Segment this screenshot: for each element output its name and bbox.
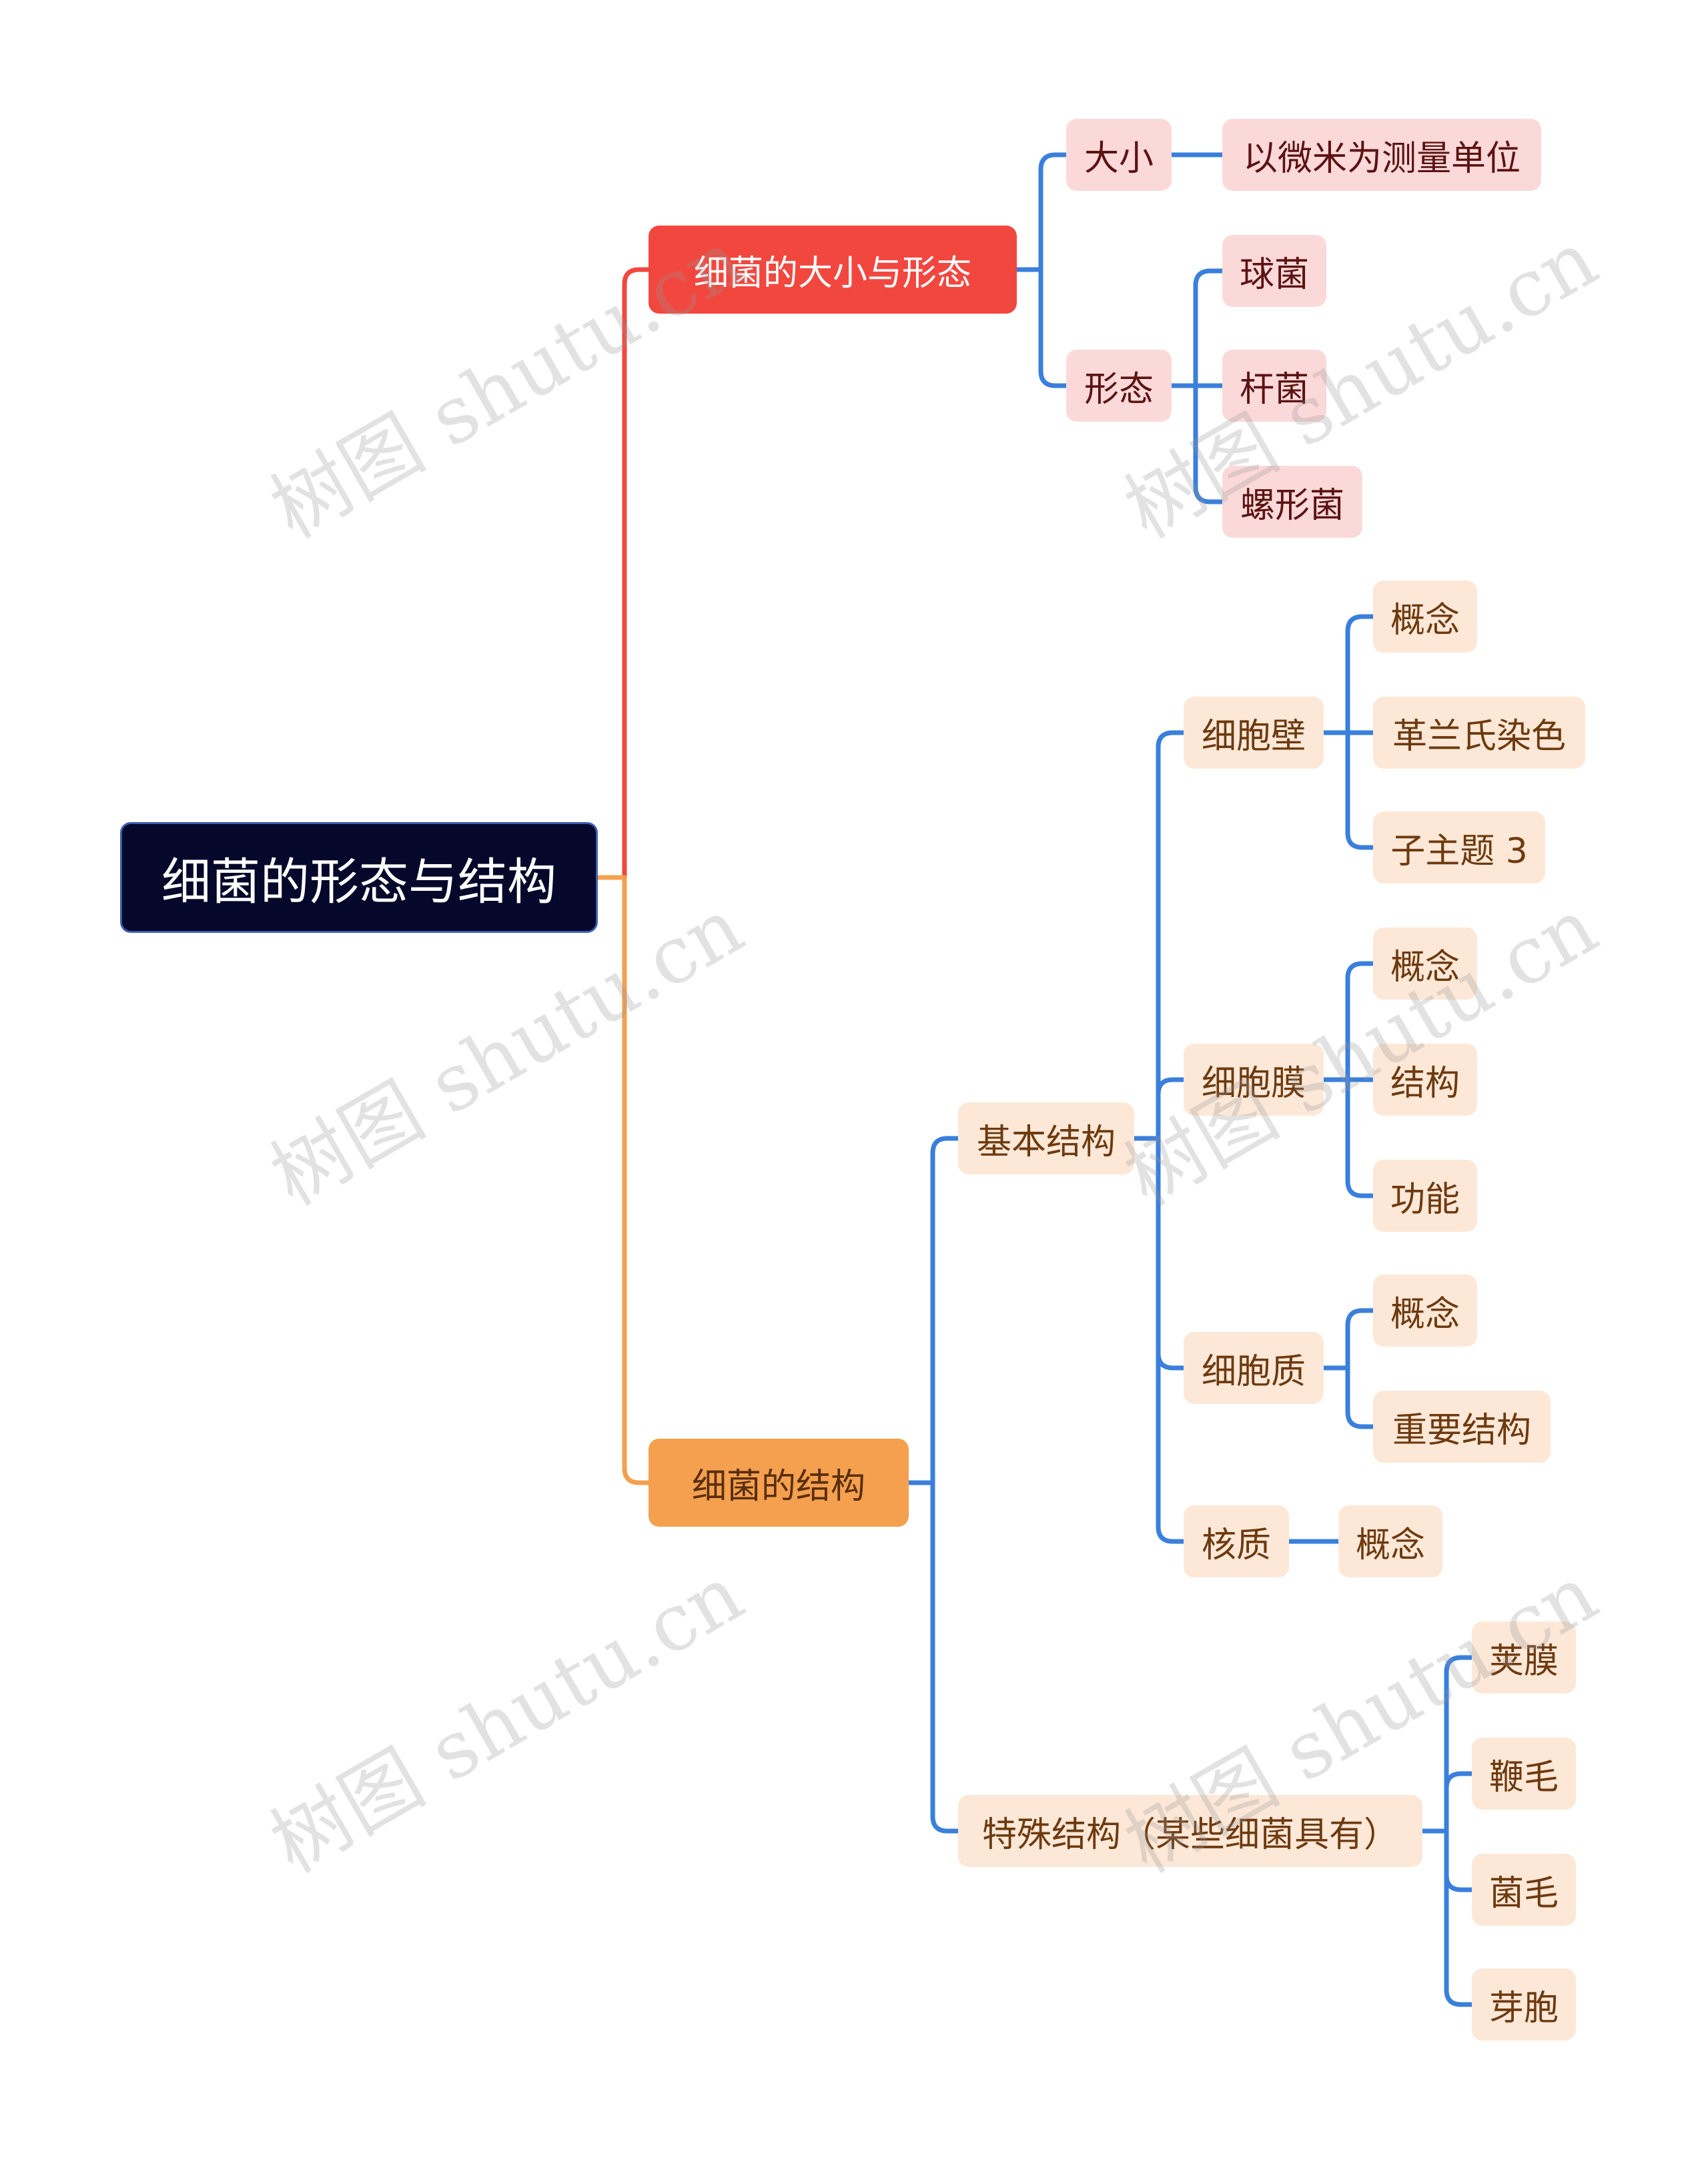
- node-flagellum[interactable]: 鞭毛: [1472, 1738, 1576, 1810]
- node-cell-membrane[interactable]: 细胞膜: [1184, 1044, 1324, 1116]
- node-cytoplasm[interactable]: 细胞质: [1184, 1332, 1324, 1404]
- node-cell-wall[interactable]: 细胞壁: [1184, 697, 1324, 769]
- node-capsule[interactable]: 荚膜: [1472, 1622, 1576, 1694]
- node-cell-membrane-function[interactable]: 功能: [1373, 1160, 1477, 1232]
- node-spirillum[interactable]: 螺形菌: [1222, 466, 1362, 538]
- node-micrometer-unit[interactable]: 以微米为测量单位: [1222, 119, 1541, 191]
- node-important-structure[interactable]: 重要结构: [1373, 1391, 1551, 1463]
- branch-structure[interactable]: 细菌的结构: [649, 1439, 909, 1527]
- node-spore[interactable]: 芽胞: [1472, 1968, 1576, 2041]
- connector-node-cell-membrane: [1321, 961, 1376, 1198]
- node-size[interactable]: 大小: [1066, 119, 1172, 191]
- root-node[interactable]: 细菌的形态与结构: [120, 822, 598, 933]
- node-basic-structure[interactable]: 基本结构: [958, 1102, 1134, 1174]
- node-nucleoid[interactable]: 核质: [1184, 1505, 1289, 1577]
- connector-root-node: [595, 875, 651, 1485]
- node-cell-wall-concept[interactable]: 概念: [1373, 581, 1477, 653]
- connector-node-basic-structure: [1132, 730, 1186, 1544]
- node-pilus[interactable]: 菌毛: [1472, 1854, 1576, 1926]
- node-gram-stain[interactable]: 革兰氏染色: [1373, 697, 1585, 769]
- connector-root-node: [595, 267, 651, 880]
- connector-node-shape: [1169, 268, 1225, 504]
- connector-node-cell-wall: [1321, 614, 1376, 850]
- node-cell-membrane-concept[interactable]: 概念: [1373, 928, 1477, 1000]
- node-shape[interactable]: 形态: [1066, 350, 1172, 422]
- node-coccus[interactable]: 球菌: [1222, 235, 1326, 307]
- node-cytoplasm-concept[interactable]: 概念: [1373, 1275, 1477, 1347]
- node-cell-membrane-structure[interactable]: 结构: [1373, 1044, 1477, 1116]
- connector-branch-structure: [906, 1136, 961, 1834]
- node-nucleoid-concept[interactable]: 概念: [1338, 1505, 1442, 1577]
- node-bacillus[interactable]: 杆菌: [1222, 350, 1326, 422]
- node-subtopic-3[interactable]: 子主题 3: [1373, 811, 1545, 883]
- connector-node-special-structure: [1420, 1655, 1474, 2007]
- branch-size-shape[interactable]: 细菌的大小与形态: [649, 226, 1017, 314]
- node-special-structure[interactable]: 特殊结构（某些细菌具有）: [958, 1795, 1422, 1867]
- connector-branch-size-shape: [1014, 152, 1069, 388]
- connector-node-cytoplasm: [1321, 1308, 1376, 1429]
